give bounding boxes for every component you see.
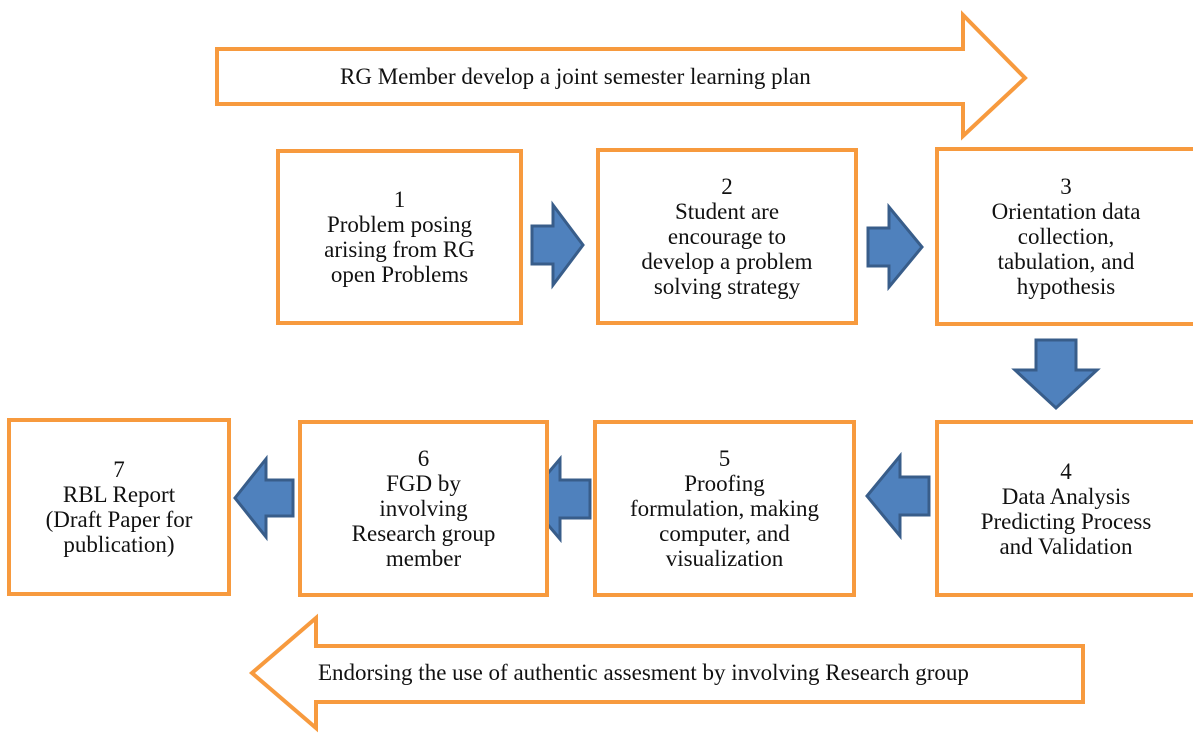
- step-text-line: Proofing: [684, 471, 765, 496]
- step-text-line: open Problems: [330, 262, 469, 287]
- step-number: 5: [718, 446, 731, 471]
- step-number: 2: [721, 174, 733, 199]
- step-text-line: Orientation data: [991, 199, 1141, 224]
- step-text-line: computer, and: [659, 521, 790, 546]
- step-box-6: 6 FGD by involving Research group member: [298, 420, 549, 597]
- step-text-line: arising from RG: [324, 237, 475, 262]
- step-text-line: visualization: [665, 546, 784, 571]
- step-box-5: 5 Proofing formulation, making computer,…: [593, 420, 856, 597]
- step-text-line: Research group: [351, 521, 496, 546]
- step-text-line: collection,: [1017, 224, 1115, 249]
- step-text-line: and Validation: [999, 533, 1133, 559]
- step-number: 6: [417, 446, 430, 471]
- flow-arrow-2-to-3: [866, 202, 924, 292]
- step-box-4: 4 Data Analysis Predicting Process and V…: [935, 420, 1193, 597]
- step-text-line: develop a problem: [641, 249, 813, 274]
- step-text-line: Student are: [674, 199, 780, 224]
- step-number: 4: [1060, 458, 1072, 484]
- step-text-line: involving: [379, 496, 468, 521]
- step-box-7: 7 RBL Report (Draft Paper for publicatio…: [7, 418, 231, 596]
- step-box-3: 3 Orientation data collection, tabulatio…: [935, 147, 1193, 326]
- bottom-banner-arrow: [248, 613, 1085, 733]
- step-box-1: 1 Problem posing arising from RG open Pr…: [276, 149, 523, 325]
- step-text-line: Problem posing: [326, 212, 472, 237]
- step-text-line: hypothesis: [1016, 274, 1116, 299]
- step-text-line: tabulation, and: [997, 249, 1135, 274]
- step-text-line: Data Analysis: [1001, 483, 1131, 509]
- top-banner-text: RG Member develop a joint semester learn…: [340, 64, 811, 89]
- step-text-line: publication): [63, 532, 175, 557]
- step-text-line: (Draft Paper for: [45, 507, 193, 532]
- flow-arrow-3-to-4: [1011, 338, 1101, 411]
- step-text-line: member: [385, 546, 462, 571]
- bottom-banner-text: Endorsing the use of authentic assesment…: [318, 660, 969, 685]
- top-banner-arrow: [215, 10, 1028, 141]
- step-text-line: FGD by: [386, 471, 461, 496]
- step-box-2: 2 Student are encourage to develop a pro…: [596, 148, 858, 325]
- step-text-line: formulation, making: [629, 496, 820, 521]
- step-number: 7: [113, 457, 125, 482]
- flow-arrow-4-to-5: [865, 451, 931, 541]
- step-text-line: solving strategy: [653, 274, 801, 299]
- step-number: 1: [393, 187, 406, 212]
- flow-arrow-6-to-7: [233, 454, 295, 542]
- step-text-line: RBL Report: [62, 482, 176, 507]
- step-text-line: encourage to: [667, 224, 787, 249]
- step-number: 3: [1060, 174, 1072, 199]
- flow-arrow-1-to-2: [530, 200, 585, 290]
- step-text-line: Predicting Process: [980, 508, 1152, 534]
